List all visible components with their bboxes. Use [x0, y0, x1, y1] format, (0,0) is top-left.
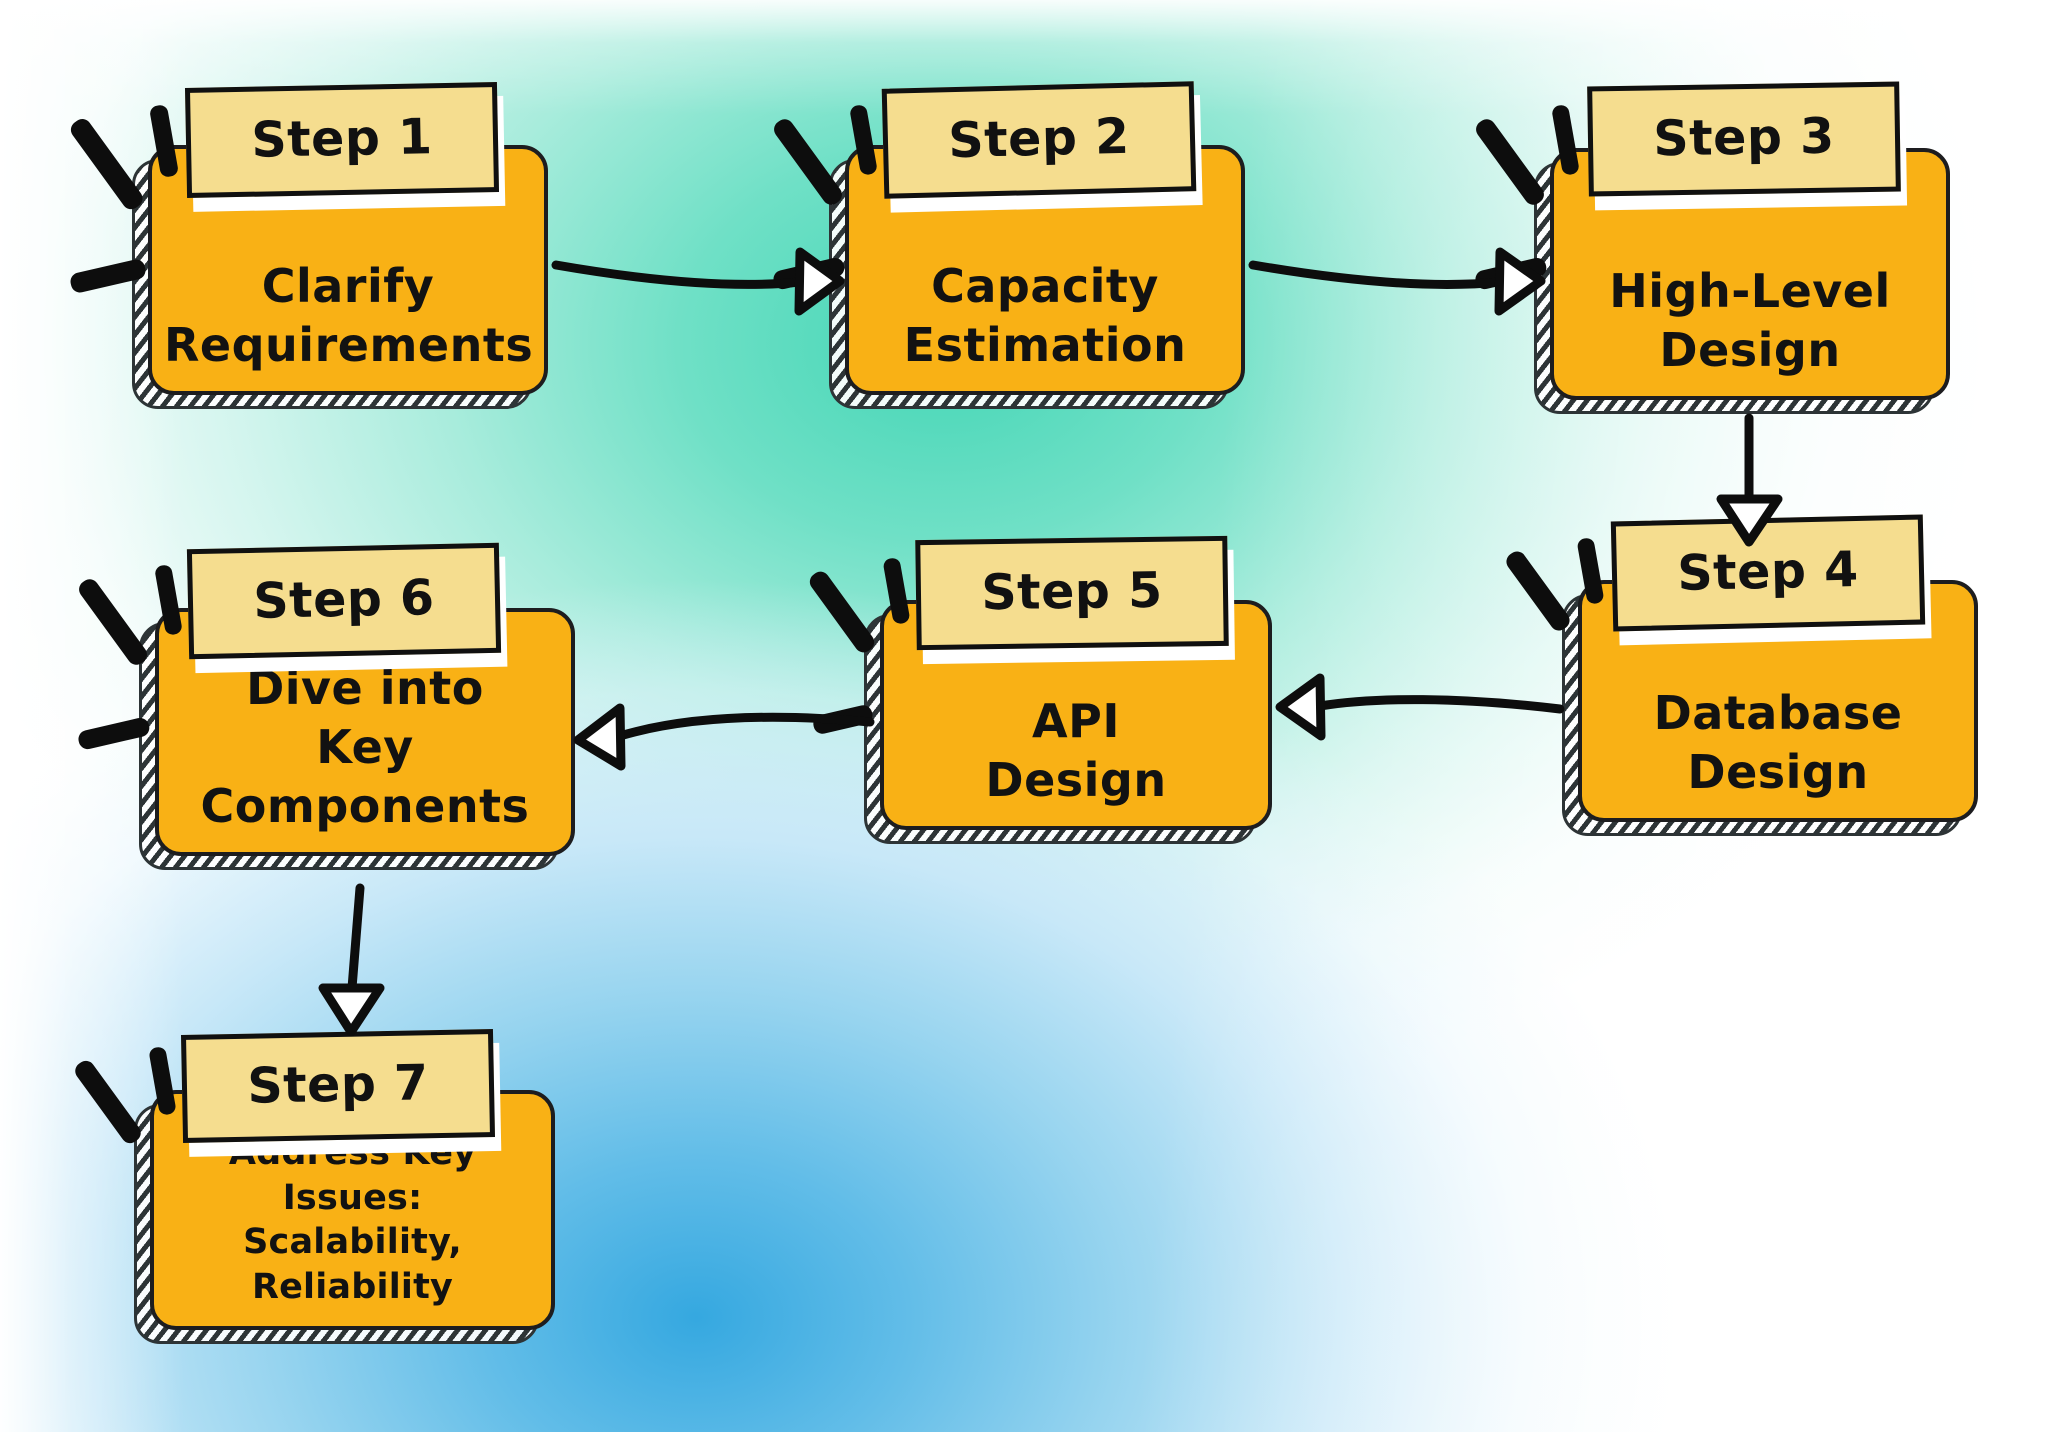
banner-label-step3: Step 3 [1652, 107, 1835, 167]
banner-front-step6: Step 6 [186, 542, 502, 660]
banner-label-step2: Step 2 [947, 107, 1131, 169]
card-text-step7: Address Key Issues:Scalability, Reliabil… [229, 1132, 477, 1308]
banner-step1: Step 1 [184, 82, 506, 212]
banner-label-step1: Step 1 [250, 107, 434, 169]
node-step7[interactable]: Address Key Issues:Scalability, Reliabil… [134, 1029, 555, 1344]
banner-label-step6: Step 6 [252, 568, 436, 630]
banner-front-step2: Step 2 [881, 81, 1197, 199]
banner-front-step4: Step 4 [1610, 514, 1926, 632]
banner-label-step7: Step 7 [246, 1053, 430, 1115]
banner-label-step4: Step 4 [1676, 540, 1860, 602]
banner-front-step5: Step 5 [915, 535, 1229, 651]
banner-label-step5: Step 5 [980, 561, 1163, 621]
banner-front-step3: Step 3 [1587, 81, 1901, 197]
banner-front-step7: Step 7 [180, 1029, 496, 1143]
banner-step2: Step 2 [881, 81, 1203, 213]
banner-step6: Step 6 [186, 542, 508, 674]
banner-step4: Step 4 [1610, 514, 1932, 646]
banner-front-step1: Step 1 [184, 82, 500, 198]
banner-step7: Step 7 [180, 1029, 502, 1157]
banner-step3: Step 3 [1587, 81, 1908, 211]
banner-step5: Step 5 [915, 535, 1235, 665]
